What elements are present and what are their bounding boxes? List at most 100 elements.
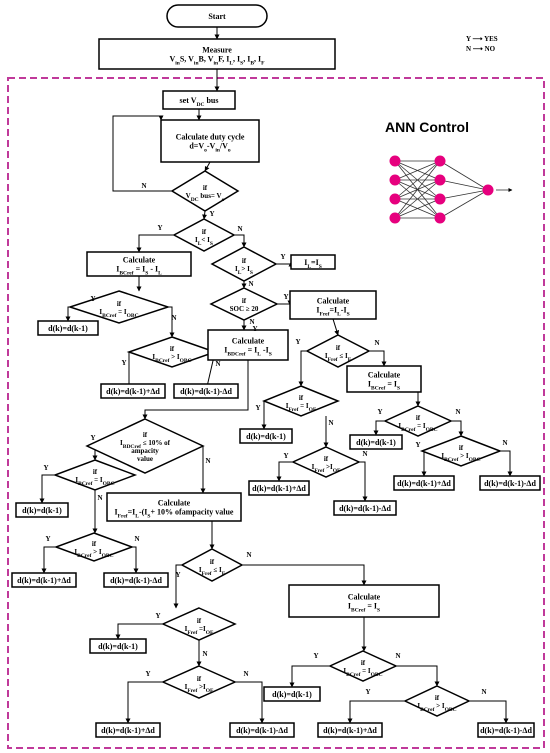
eq-iof2-y-to-r13 (115, 623, 163, 640)
ann-region-frame (7, 77, 545, 749)
soc-y-to-calc-ifref (277, 300, 293, 306)
r10-result-text-0: d(k)=d(k-1) (22, 506, 62, 515)
gt-iof1-y-to-r6 (276, 461, 293, 482)
le2-y-label: Y (175, 571, 180, 579)
d-ibdcref-pct-decision-text-3: value (137, 455, 153, 463)
r18-result-text-0: d(k)=d(k-1)-Δd (480, 726, 532, 735)
r2-result: d(k)=d(k-1)+Δd (100, 383, 166, 399)
eq4-y-label: Y (313, 652, 318, 660)
eq3-y-to-r10 (39, 474, 55, 504)
ilgt-yes-to-ileq (276, 261, 294, 267)
r7-result: d(k)=d(k-1)+Δd (393, 475, 455, 491)
d-ifref-eq-iof2-decision-text-1: IFref =IOF (185, 625, 214, 636)
d-ibcref-gt-iobc1-decision-text-1: IBCref > IOBC (152, 353, 191, 364)
ibdcref-to-d-pct (142, 360, 249, 420)
start-terminal: Start (166, 4, 268, 28)
r14-result-text-0: d(k)=d(k-1) (272, 690, 312, 699)
soc-n-label: N (249, 318, 254, 326)
gt2-n-label: N (502, 439, 507, 447)
d-ifref-eq-iof1-decision-text-1: IFref = IOF (286, 402, 317, 413)
vdc-n-label: N (141, 182, 146, 190)
gt2-y-to-r7 (421, 450, 427, 477)
r9-result: d(k)=d(k-1)-Δd (333, 500, 397, 516)
duty-process-text-0: Calculate duty cycle (176, 133, 245, 142)
r1-result: d(k)=d(k-1) (37, 320, 99, 336)
gt2-y-label: Y (415, 441, 420, 449)
ilgt-y-label: Y (280, 253, 285, 261)
gt3-y-to-r11 (41, 546, 56, 574)
r5-result: d(k)=d(k-1) (349, 434, 403, 450)
gt3-y-label: Y (45, 535, 50, 543)
ilis-yes-to-calc (136, 234, 174, 253)
r16-result-text-0: d(k)=d(k-1)-Δd (236, 726, 288, 735)
calc-ibdcref-process-text-0: Calculate (232, 337, 265, 346)
r5-result-text-0: d(k)=d(k-1) (356, 438, 396, 447)
d-eq1-y-to-r1 (65, 306, 71, 322)
d-ibcref-eq-iobc1-decision-text-0: if (117, 300, 122, 308)
ann-network-edges (394, 160, 513, 219)
r6-result-text-0: d(k)=d(k-1)+Δd (252, 484, 306, 493)
eq1-n-label: N (171, 314, 176, 322)
setv-process: set VDC bus (162, 90, 236, 110)
d-ibdcref-pct-decision-text-0: if (143, 431, 148, 439)
eq2-y-label: Y (377, 408, 382, 416)
r18-result: d(k)=d(k-1)-Δd (477, 722, 535, 738)
ann-node (434, 174, 446, 186)
soc-y-label: Y (283, 293, 288, 301)
pct-n-label: N (205, 457, 210, 465)
r7-result-text-0: d(k)=d(k-1)+Δd (397, 479, 451, 488)
d-ifref-gt-iof1-decision-text-1: IFref >IOF (312, 463, 341, 474)
il-eq-is-process-text-0: IL=IS (304, 258, 322, 270)
d-il-is-decision-text-0: if (202, 228, 207, 236)
gt4-n-to-r18 (469, 700, 509, 724)
gt-iof2-n-to-r16 (235, 681, 265, 724)
gt4-y-label: Y (365, 688, 370, 696)
setv-process-text-0: set VDC bus (180, 96, 219, 108)
r3-result-text-0: d(k)=d(k-1)-Δd (180, 387, 232, 396)
r12-result-text-0: d(k)=d(k-1)-Δd (110, 576, 162, 585)
r8-result: d(k)=d(k-1)-Δd (479, 475, 541, 491)
r2-result-text-0: d(k)=d(k-1)+Δd (106, 387, 160, 396)
eq3-y-label: Y (43, 464, 48, 472)
gt4-n-label: N (481, 688, 486, 696)
le2-n-to-calc-ibcref3 (242, 564, 367, 586)
eq3-n-label: N (97, 494, 102, 502)
r13-result: d(k)=d(k-1) (89, 638, 147, 654)
r15-result-text-0: d(k)=d(k-1)+Δd (101, 726, 155, 735)
calc-ibcref1-process-text-1: IBCref = IS - IL (116, 265, 162, 277)
d-soc-decision-text-0: if (242, 297, 247, 305)
r15-result: d(k)=d(k-1)+Δd (95, 722, 161, 738)
gtiof1-n-label: N (362, 450, 367, 458)
ibdcref-y-label: Y (252, 325, 257, 333)
vdc-no-loop (112, 115, 172, 192)
vdc-yes-to-ilis (202, 210, 208, 220)
d-vdc-decision-text-1: VDC bus= Vo (186, 192, 225, 203)
r6-result: d(k)=d(k-1)+Δd (248, 480, 310, 496)
ann-node (482, 184, 494, 196)
d-ifref-gt-iof2-decision-text-1: IFref >IOF (185, 683, 214, 694)
d-ibdcref-pct-decision-text-2: ampacity (131, 447, 159, 455)
d-ibcref-gt-iobc4-decision-text-1: IBCref > IOBC (417, 702, 456, 713)
d-ibcref-eq-iobc4-decision-text-0: if (361, 659, 366, 667)
gt1-n-label: N (215, 360, 220, 368)
d-ibcref-eq-iobc3-decision-text-0: if (93, 468, 98, 476)
d-vdc-decision-text-0: if (203, 184, 208, 192)
le1-n-label: N (374, 339, 379, 347)
d-ibcref-gt-iobc3-decision-text-0: if (92, 540, 97, 548)
ann-control-title: ANN Control (385, 119, 469, 135)
legend-yes: Y ⟶ YES (466, 35, 498, 43)
eqiof2-y-label: Y (155, 612, 160, 620)
